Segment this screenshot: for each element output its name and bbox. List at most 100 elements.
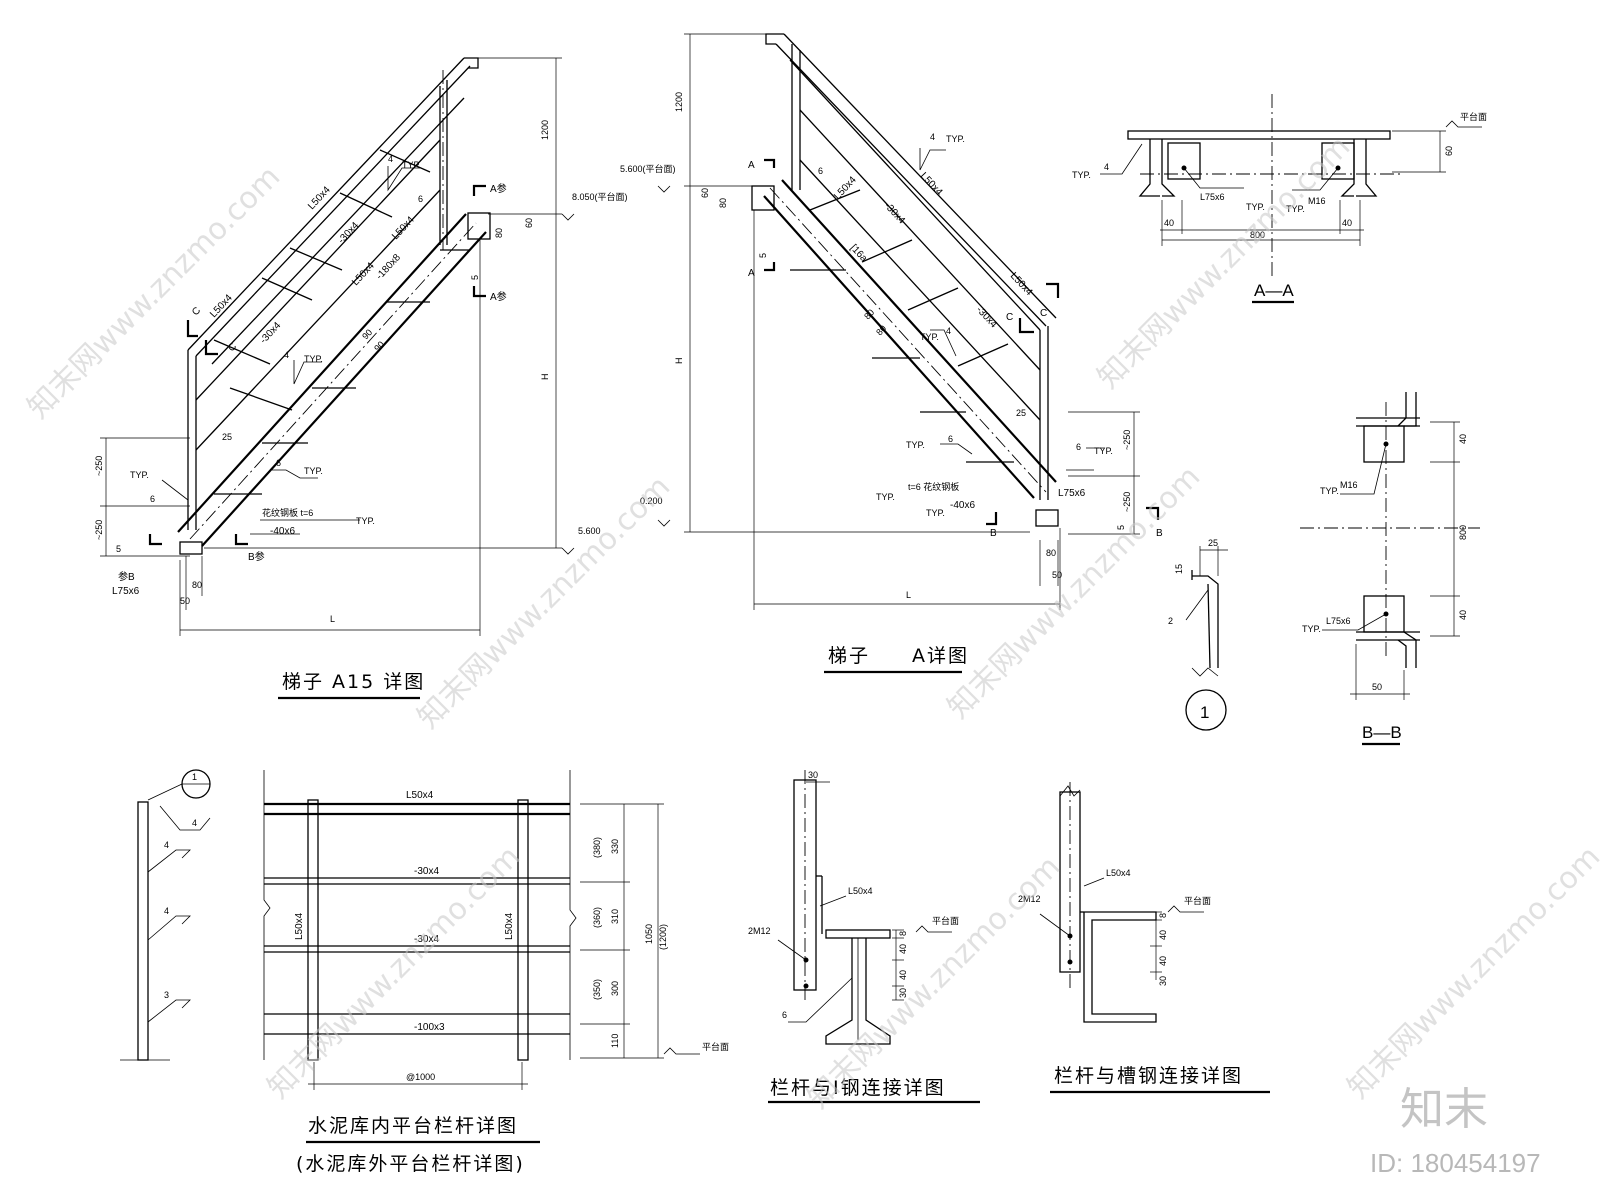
bb-dim-40a: 40: [1458, 434, 1468, 444]
typ-5: TYP.: [356, 516, 375, 526]
post-l50x4-right: L50x4: [504, 912, 515, 940]
ref-b-left: 参B: [118, 570, 135, 583]
section-aa-drawing: [1100, 94, 1482, 304]
dim-l: L: [330, 614, 335, 624]
side-weld-3: 3: [164, 990, 169, 1000]
section-aa-texts: TYP. 4 L75x6 TYP. TYP. M16 平台面 60 40 800…: [1072, 111, 1487, 300]
bb-typ-bot: TYP.: [1302, 624, 1321, 634]
d1-dim-2: 2: [1168, 616, 1173, 626]
a-dim-80: 80: [718, 198, 728, 208]
bb-typ-top: TYP.: [1320, 486, 1339, 496]
a-member-16a: [16a: [848, 243, 870, 265]
a-dim-5b: 5: [1116, 525, 1126, 530]
d1-dim-25: 25: [1208, 538, 1218, 548]
railing-ibeam-drawing: [768, 770, 980, 1104]
a-dim-80a: 80: [862, 307, 876, 321]
railing-side-view: [120, 769, 211, 1061]
rail-mid-30x4-b: -30x4: [414, 934, 439, 945]
aa-m16: M16: [1308, 196, 1326, 206]
weld-4a: 4: [388, 154, 393, 164]
watermark-text: 知末网www.znzmo.com: [411, 469, 677, 735]
ch-dim-30: 30: [1158, 976, 1168, 986]
weld-4b: 4: [284, 350, 289, 360]
ch-platform: 平台面: [1184, 895, 1211, 906]
a-dim-250b: ~250: [1122, 492, 1132, 512]
bb-dim-50: 50: [1372, 682, 1382, 692]
dim-at-1000: @1000: [406, 1072, 435, 1082]
a-sec-a-bot: A: [748, 268, 755, 279]
a-dim-1200: 1200: [674, 92, 684, 112]
a-member-30x4-b: -30x4: [974, 305, 999, 331]
sec-c-2: C: [226, 341, 239, 354]
a-dim-60: 60: [700, 188, 710, 198]
ib-weld-6: 6: [782, 1010, 787, 1020]
weld-6a: 6: [418, 194, 423, 204]
section-bb-drawing: [1300, 392, 1480, 746]
a-typ-6: TYP.: [926, 508, 945, 518]
dim-50: 50: [180, 596, 190, 606]
sec-c-1: C: [190, 305, 203, 318]
rail-kick-100x3: -100x3: [414, 1022, 445, 1033]
member-40x6: -40x6: [270, 526, 295, 537]
a-dim-5: 5: [758, 253, 768, 258]
a-dim-80b: 80: [874, 323, 888, 337]
ib-2m12: 2M12: [748, 926, 771, 936]
a-sec-c-2: C: [1040, 308, 1047, 319]
aa-dim-40b: 40: [1342, 218, 1352, 228]
a-sec-c-1: C: [1006, 312, 1013, 323]
ib-platform: 平台面: [932, 915, 959, 926]
a-sec-b-left: B: [990, 528, 997, 539]
d1-dim-15: 15: [1174, 564, 1184, 574]
bb-dim-40b: 40: [1458, 610, 1468, 620]
watermark-logo: 知末: [1400, 1084, 1488, 1135]
aa-typ-mid: TYP.: [1246, 202, 1265, 212]
watermark-text: 知末网www.znzmo.com: [801, 849, 1067, 1115]
dim-300: 300: [610, 981, 620, 996]
aa-typ-right: TYP.: [1286, 204, 1305, 214]
a-weld-4b: 4: [946, 326, 951, 336]
ref-a-top: A参: [490, 182, 507, 195]
side-weld-4-b: 4: [164, 906, 169, 916]
dim-360: (360): [592, 907, 602, 928]
a-weld-6b: 6: [1076, 442, 1081, 452]
a-dim-h: H: [674, 358, 684, 365]
dim-380: (380): [592, 837, 602, 858]
post-l50x4-left: L50x4: [294, 912, 305, 940]
a-typ-1: TYP.: [946, 134, 965, 144]
dim-90a: 90: [360, 327, 374, 341]
typ-4: TYP.: [130, 470, 149, 480]
a-typ-3: TYP.: [906, 440, 925, 450]
a-member-l50x4-b: L50x4: [1008, 271, 1035, 299]
aa-dim-60: 60: [1444, 146, 1454, 156]
watermark-text: 知末网www.znzmo.com: [21, 159, 287, 425]
typ-1: TYP.: [402, 160, 421, 170]
ch-l50x4: L50x4: [1106, 868, 1131, 878]
a-checker-plate: t=6 花纹钢板: [908, 481, 959, 492]
watermark-text: 知末网www.znzmo.com: [261, 839, 527, 1105]
railing-ibeam-texts: L50x4 2M12 平台面 6 30 8 40 40 30 栏杆与I钢连接详图: [748, 770, 959, 1099]
dim-25: 25: [222, 432, 232, 442]
member-l50x4-c: L50x4: [350, 260, 377, 288]
ref-a-bot: A参: [490, 290, 507, 303]
rail-top-l50x4: L50x4: [406, 790, 434, 801]
dim-1200: 1200: [540, 120, 550, 140]
watermark-id: ID: 180454197: [1370, 1148, 1541, 1178]
dim-1050: 1050: [644, 924, 654, 944]
ib-dim-40b: 40: [898, 970, 908, 980]
ib-l50x4: L50x4: [848, 886, 873, 896]
dim-60: 60: [524, 218, 534, 228]
watermark-layer: 知末网www.znzmo.com 知末网www.znzmo.com 知末网www…: [21, 129, 1600, 1178]
weld-6c: 6: [276, 458, 281, 468]
title-ladder-a15: 梯子 A15 详图: [282, 671, 425, 693]
a-dim-6: 6: [818, 166, 823, 176]
rail-platform: 平台面: [702, 1041, 729, 1052]
ib-dim-40a: 40: [898, 944, 908, 954]
a-typ-4: TYP.: [1094, 446, 1113, 456]
dim-h: H: [540, 374, 550, 381]
side-detail-ref: 1: [192, 772, 197, 782]
a-elev-5600: 5.600(平台面): [620, 163, 676, 174]
section-bb-texts: TYP. M16 TYP. L75x6 40 800 40 50 B—B: [1302, 434, 1468, 742]
ch-2m12: 2M12: [1018, 894, 1041, 904]
a-dim-80c: 80: [1046, 548, 1056, 558]
